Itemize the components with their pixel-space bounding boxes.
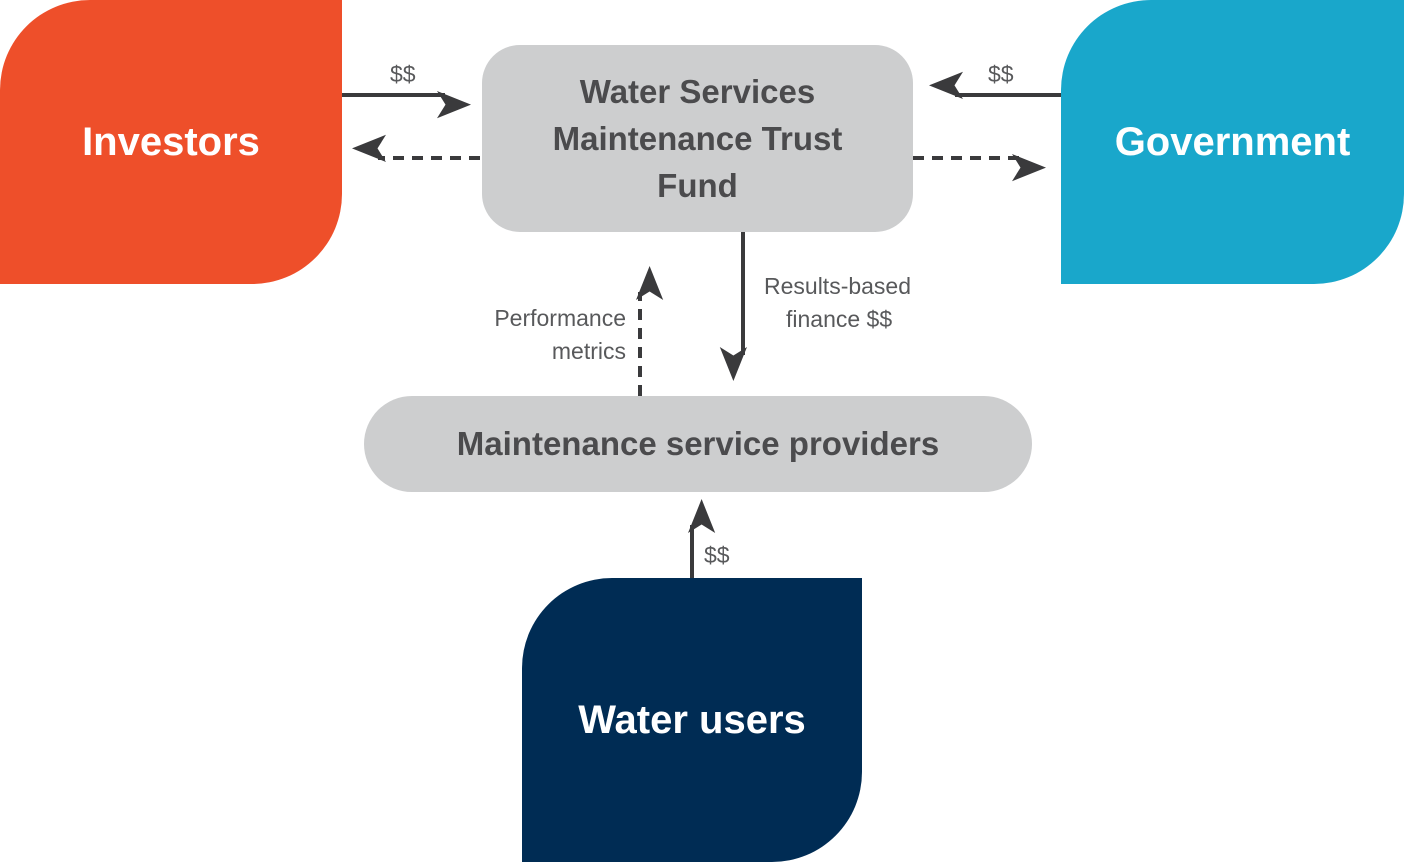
investors-payment-label: $$ — [390, 61, 416, 87]
investors-label: Investors — [82, 119, 260, 164]
performance-metrics-label: Performance metrics — [470, 302, 626, 368]
trust-fund-node: Water Services Maintenance Trust Fund — [482, 45, 913, 232]
performance-metrics-line-2: metrics — [551, 338, 626, 364]
service-providers-node: Maintenance service providers — [364, 396, 1032, 492]
trust-fund-label-line-1: Water Services — [579, 73, 816, 110]
results-based-finance-label: Results-based finance $$ — [764, 270, 911, 336]
trust-fund-label-line-2: Maintenance Trust — [552, 120, 843, 157]
government-node: Government — [1061, 0, 1404, 284]
performance-metrics-line-1: Performance — [494, 305, 626, 331]
users-payment-label: $$ — [704, 542, 730, 568]
investors-node: Investors — [0, 0, 342, 284]
service-providers-label: Maintenance service providers — [456, 425, 940, 462]
results-based-finance-line-2: finance $$ — [786, 306, 893, 332]
trust-fund-label-line-3: Fund — [657, 167, 738, 204]
water-users-node: Water users — [522, 578, 862, 862]
government-payment-label: $$ — [988, 61, 1014, 87]
results-based-finance-line-1: Results-based — [764, 273, 912, 299]
water-users-label: Water users — [578, 697, 806, 742]
government-label: Government — [1114, 119, 1351, 164]
